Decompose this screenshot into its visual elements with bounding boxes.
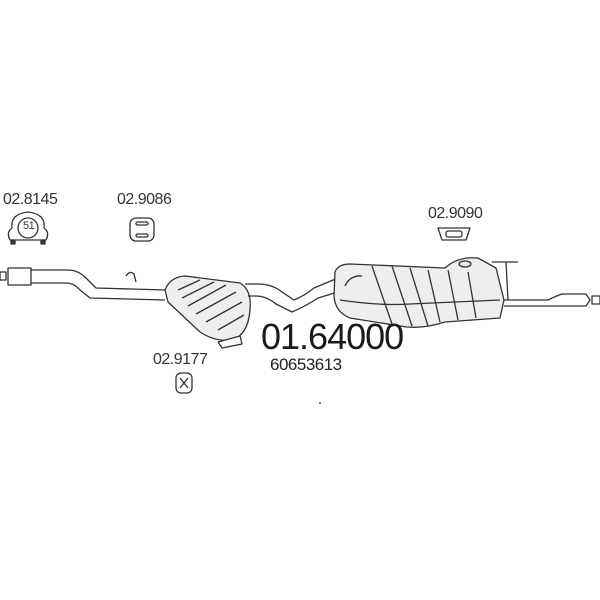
main-part-number: 01.64000 bbox=[261, 316, 404, 357]
dot-mark bbox=[319, 402, 321, 404]
front-pipe bbox=[0, 267, 166, 301]
clamp-size-label: 51 bbox=[23, 220, 35, 232]
part-label-hanger-1: 02.9086 bbox=[117, 191, 172, 208]
tail-pipe bbox=[504, 293, 600, 307]
rubber-hanger-icon bbox=[437, 227, 471, 241]
part-label-hanger-3: 02.9177 bbox=[153, 351, 208, 368]
clamp-icon bbox=[7, 211, 49, 245]
part-label-clamp: 02.8145 bbox=[3, 191, 58, 208]
middle-pipe bbox=[245, 277, 339, 313]
front-muffler bbox=[164, 275, 251, 349]
rubber-hanger-icon bbox=[175, 372, 193, 394]
rear-muffler bbox=[333, 257, 518, 328]
rubber-hanger-icon bbox=[129, 217, 155, 242]
part-label-hanger-2: 02.9090 bbox=[428, 205, 483, 222]
oem-number: 60653613 bbox=[270, 355, 342, 374]
